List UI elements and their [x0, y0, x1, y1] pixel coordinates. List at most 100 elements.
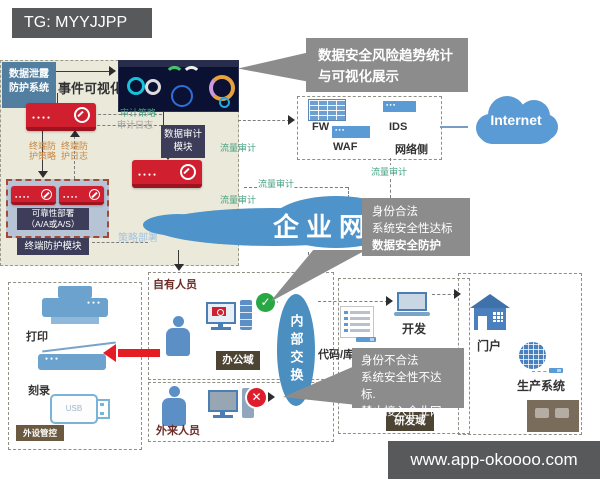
audit-policy-label: 审计策略 [120, 108, 157, 118]
burn-label: 刻录 [28, 385, 50, 397]
arrow-right-icon [454, 289, 461, 299]
dlp-title-line2: 防护系统 [9, 83, 49, 94]
outside-staff-zone-box [148, 382, 334, 442]
portal-house-icon [470, 294, 510, 332]
dlp-agent-badge [212, 307, 226, 316]
pc-stand [220, 410, 225, 415]
donut-chart-icon [145, 79, 161, 95]
doc-row [344, 317, 370, 320]
circle-diagram-icon [171, 85, 193, 107]
print-label: 打印 [26, 331, 48, 343]
donut-chart-icon [127, 77, 145, 95]
ha-deploy-label-box: 可靠性部署 （A/A或A/S） [17, 208, 89, 230]
data-audit-module: 数据审计 模块 [161, 125, 205, 158]
terminal-policy-line1: 终端防 [29, 141, 57, 151]
internet-link-line [440, 126, 468, 128]
person-icon [166, 316, 190, 356]
dlp-appliance [26, 103, 96, 131]
audit-appliance [132, 160, 202, 188]
connector-line [55, 71, 109, 72]
printer-output [51, 317, 99, 324]
footer-url: www.app-okoooo.com [410, 450, 578, 469]
audit-log-line [92, 125, 162, 126]
rnd-zone-box [338, 278, 470, 434]
pc-screen [208, 390, 238, 412]
risk-trend-line1: 数据安全风险趋势统计 [318, 48, 453, 63]
vendor-watermark-logo [527, 400, 579, 432]
peripheral-control-label: 外设管控 [16, 425, 64, 441]
terminal-policy-label: 终端防 护策略 [29, 141, 56, 161]
appliance-led-icon [15, 185, 31, 203]
appliance-led-icon [138, 163, 158, 181]
footer-url-bar: www.app-okoooo.com [388, 441, 600, 479]
ha-appliance-a [11, 186, 56, 205]
terminal-module-box: 终端防护模块 [17, 238, 89, 255]
firewall-icon [308, 99, 346, 121]
vendor-logo-icon [41, 188, 52, 200]
pc-base [213, 415, 233, 418]
code-repo-label: 代码/库 [318, 349, 355, 361]
rnd-domain-label: 研发域 [386, 412, 434, 431]
connector-line [163, 110, 164, 125]
traffic-audit-label: 流量审计 [220, 143, 257, 153]
appliance-led-icon [32, 106, 52, 124]
network-to-cloud-line [390, 158, 391, 198]
terminal-policy-line2: 护策略 [29, 151, 57, 161]
internet-cloud: Internet [468, 90, 564, 150]
ha-line1: 可靠性部署 [31, 208, 75, 218]
deny-line2: 系统安全性不达标. [361, 372, 442, 401]
watermark-text: TG: MYYJJPP [24, 14, 128, 31]
vendor-logo-icon [89, 188, 100, 200]
arrow-down-icon [174, 264, 184, 271]
printer-tray [58, 286, 92, 298]
dev-label: 开发 [402, 322, 427, 336]
appliance-led-icon [63, 185, 79, 203]
person-icon [162, 386, 186, 426]
check-icon: ✓ [256, 293, 275, 312]
risk-trend-callout: 数据安全风险趋势统计 与可视化展示 [306, 38, 468, 92]
dashboard-screenshot [118, 60, 239, 112]
exchange-to-dev-line [318, 301, 388, 302]
arrow-right-icon [288, 115, 295, 125]
laptop-base [394, 312, 430, 316]
audit-to-cloud-line [244, 187, 348, 188]
production-system-label: 生产系统 [517, 379, 566, 393]
cloud-shape [143, 214, 213, 236]
deny-callout: 身份不合法 系统安全性不达标. 禁止接入企业网 [352, 348, 464, 418]
panel-to-network-line [238, 120, 290, 121]
peripheral-zone-box [8, 282, 142, 450]
house-roof [470, 294, 510, 308]
doc-row [344, 329, 370, 332]
ids-device-icon [383, 101, 416, 112]
connector-line [57, 93, 58, 103]
house-door [478, 316, 487, 330]
globe-icon [519, 342, 546, 369]
usb-label: USB [50, 394, 98, 424]
ids-label: IDS [389, 121, 408, 133]
laptop-screen [397, 292, 427, 311]
traffic-audit-label: 流量审计 [371, 165, 408, 178]
arrow-right-icon [109, 66, 116, 76]
printer-icon [42, 286, 108, 326]
doc-row [344, 311, 370, 314]
house-body [474, 308, 506, 330]
dev-to-prod-line [432, 294, 456, 295]
traffic-audit-label: 流量审计 [258, 177, 295, 190]
outside-staff-label: 外来人员 [156, 425, 200, 437]
internet-label: Internet [490, 112, 542, 128]
doc-row [344, 323, 370, 326]
office-domain-label: 办公域 [216, 351, 260, 370]
deny-line3: 禁止接入企业网 [361, 406, 442, 418]
terminal-log-line1: 终端防 [61, 141, 89, 151]
allow-line2: 系统安全性达标 [372, 223, 453, 235]
policy-deploy-line [92, 242, 148, 243]
outside-computer-icon [208, 388, 254, 422]
audit-log-label: 审计日志 [117, 120, 154, 130]
data-audit-line2: 模块 [173, 142, 193, 153]
audit-to-cloud-line [348, 187, 349, 202]
pc-tower [240, 300, 252, 330]
ha-line2: （A/A或A/S） [26, 219, 80, 229]
allow-line1: 身份合法 [372, 206, 418, 218]
allow-callout: 身份合法 系统安全性达标 数据安全防护 [362, 198, 470, 256]
terminal-log-line2: 护日志 [61, 151, 89, 161]
